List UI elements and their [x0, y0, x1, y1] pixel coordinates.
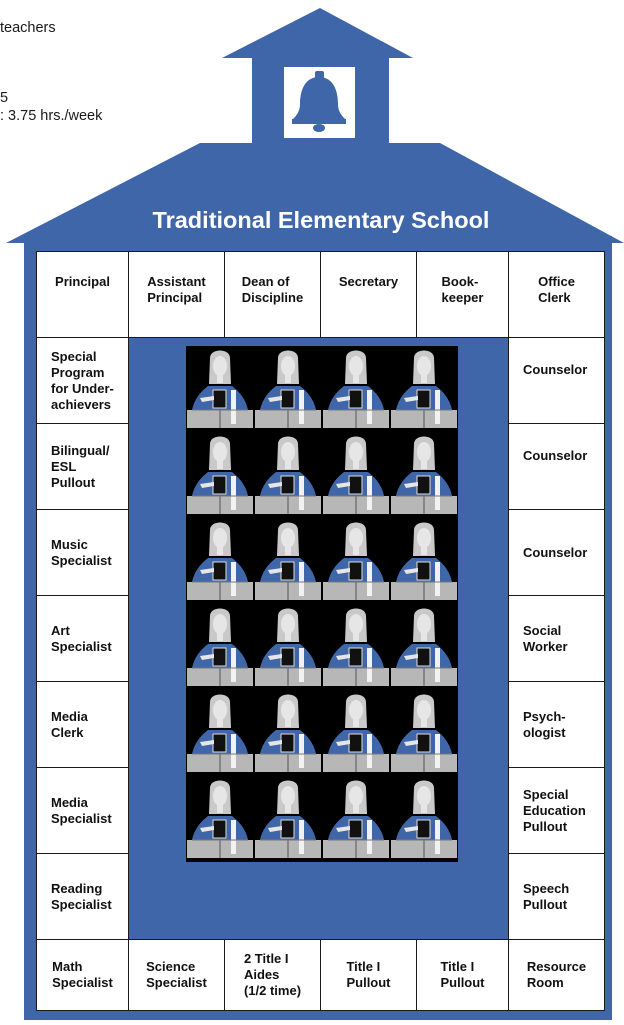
- room-label: Media Specialist: [51, 794, 112, 826]
- room-counselor-3: Counselor: [508, 509, 605, 596]
- room-bilingual-esl: Bilingual/ ESL Pullout: [36, 423, 129, 510]
- room-label: Special Education Pullout: [523, 786, 586, 834]
- teacher-figure-icon: [390, 690, 458, 776]
- room-label: Title I Pullout: [346, 959, 391, 990]
- classroom-teacher-grid: [186, 346, 458, 862]
- room-title-i-pullout-1: Title I Pullout: [320, 939, 417, 1011]
- room-label: Book- keeper: [441, 274, 484, 305]
- teacher-figure-icon: [390, 346, 458, 432]
- room-title-i-pullout-2: Title I Pullout: [416, 939, 509, 1011]
- room-assistant-principal: Assistant Principal: [128, 251, 225, 338]
- building-title: Traditional Elementary School: [152, 207, 490, 233]
- teacher-figure-icon: [254, 690, 322, 776]
- teacher-figure-icon: [186, 604, 254, 690]
- teacher-figure-icon: [186, 518, 254, 604]
- room-label: Math Specialist: [52, 959, 113, 990]
- room-social-worker: Social Worker: [508, 595, 605, 682]
- room-label: Resource Room: [526, 959, 587, 990]
- teacher-figure-icon: [186, 776, 254, 862]
- teacher-figure-icon: [186, 690, 254, 776]
- room-label: Counselor: [523, 544, 588, 560]
- room-science-specialist: Science Specialist: [128, 939, 225, 1011]
- room-media-specialist: Media Specialist: [36, 767, 129, 854]
- teacher-figure-icon: [390, 604, 458, 690]
- teacher-figure-icon: [186, 346, 254, 432]
- room-principal: Principal: [36, 251, 129, 338]
- room-bookkeeper: Book- keeper: [416, 251, 509, 338]
- teacher-figure-icon: [254, 518, 322, 604]
- teacher-figure-icon: [254, 776, 322, 862]
- teacher-figure-icon: [322, 604, 390, 690]
- main-roof: [6, 143, 624, 243]
- room-label: Reading Specialist: [51, 880, 112, 912]
- room-dean-of-discipline: Dean of Discipline: [224, 251, 321, 338]
- teacher-figure-icon: [186, 432, 254, 518]
- room-label: Dean of Discipline: [241, 274, 304, 305]
- room-label: Science Specialist: [146, 959, 207, 990]
- room-label: Title I Pullout: [440, 959, 485, 990]
- room-label: Speech Pullout: [523, 880, 570, 912]
- teacher-figure-icon: [322, 346, 390, 432]
- room-math-specialist: Math Specialist: [36, 939, 129, 1011]
- room-special-program: Special Program for Under- achievers: [36, 337, 129, 424]
- room-label: Music Specialist: [51, 536, 112, 568]
- teacher-figure-icon: [322, 518, 390, 604]
- room-label: 2 Title I Aides (1/2 time): [243, 951, 302, 998]
- room-label: Special Program for Under- achievers: [51, 348, 114, 412]
- room-label: Office Clerk: [538, 274, 575, 305]
- room-label: Bilingual/ ESL Pullout: [51, 442, 110, 490]
- room-secretary: Secretary: [320, 251, 417, 338]
- room-label: Secretary: [338, 274, 399, 289]
- room-psychologist: Psych- ologist: [508, 681, 605, 768]
- room-media-clerk: Media Clerk: [36, 681, 129, 768]
- room-speech-pullout: Speech Pullout: [508, 853, 605, 940]
- room-reading-specialist: Reading Specialist: [36, 853, 129, 940]
- room-label: Art Specialist: [51, 622, 112, 654]
- teacher-figure-icon: [390, 518, 458, 604]
- note-line-3: : 3.75 hrs./week: [0, 108, 103, 124]
- teacher-figure-icon: [322, 432, 390, 518]
- room-music-specialist: Music Specialist: [36, 509, 129, 596]
- room-counselor-1: Counselor: [508, 337, 605, 424]
- room-label: Social Worker: [523, 622, 568, 654]
- note-line-1: teachers: [0, 20, 56, 36]
- room-label: Counselor: [523, 448, 588, 463]
- room-art-specialist: Art Specialist: [36, 595, 129, 682]
- teacher-figure-icon: [390, 432, 458, 518]
- teacher-figure-icon: [254, 346, 322, 432]
- room-resource-room: Resource Room: [508, 939, 605, 1011]
- room-office-clerk: Office Clerk: [508, 251, 605, 338]
- room-label: Principal: [55, 274, 110, 289]
- bell-icon: [292, 71, 346, 132]
- room-label: Counselor: [523, 362, 588, 377]
- teacher-figure-icon: [390, 776, 458, 862]
- room-counselor-2: Counselor: [508, 423, 605, 510]
- note-line-2: 5: [0, 90, 9, 106]
- teacher-figure-icon: [254, 432, 322, 518]
- room-title-i-aides: 2 Title I Aides (1/2 time): [224, 939, 321, 1011]
- room-label: Media Clerk: [51, 708, 88, 740]
- room-special-education-pullout: Special Education Pullout: [508, 767, 605, 854]
- room-label: Psych- ologist: [523, 708, 566, 740]
- room-label: Assistant Principal: [147, 274, 206, 305]
- teacher-figure-icon: [322, 776, 390, 862]
- tower-roof: [222, 8, 413, 58]
- teacher-figure-icon: [322, 690, 390, 776]
- teacher-figure-icon: [254, 604, 322, 690]
